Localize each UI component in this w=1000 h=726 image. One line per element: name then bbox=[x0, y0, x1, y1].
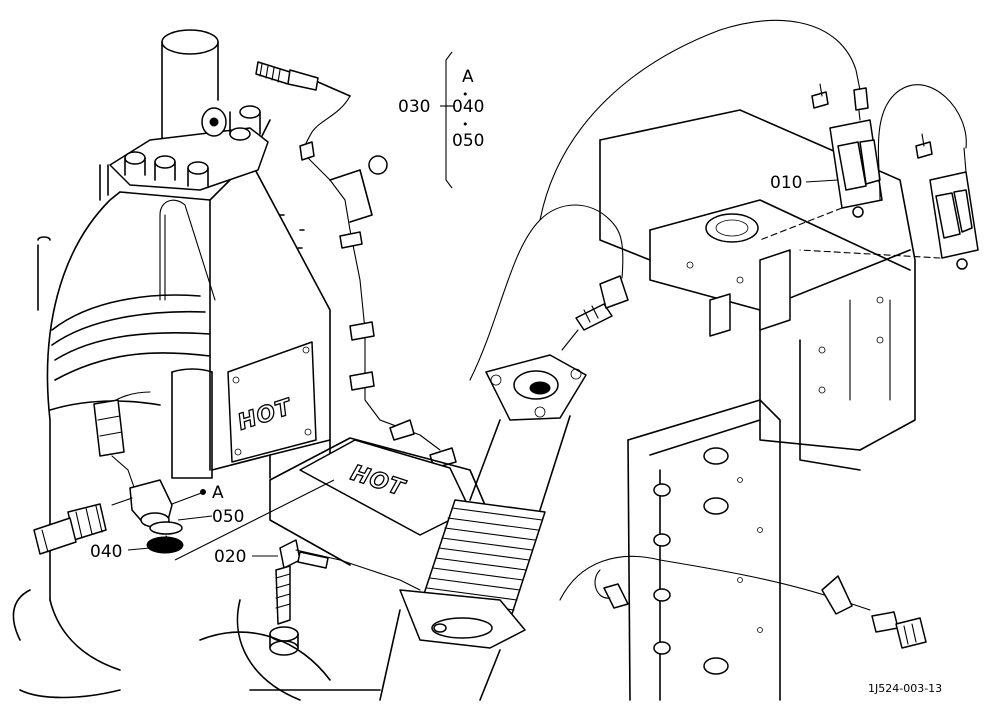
label-020: 020 bbox=[214, 547, 246, 567]
right-lower-frame bbox=[559, 399, 927, 701]
group-030-sep-2: • bbox=[462, 118, 469, 131]
left-sensor-module bbox=[33, 391, 184, 555]
label-050: 050 bbox=[212, 507, 244, 527]
group-030-first: 040 bbox=[452, 97, 484, 117]
group-030-second: 050 bbox=[452, 131, 484, 151]
nox-sensor-cable bbox=[469, 19, 861, 381]
group-030-marker: A bbox=[462, 67, 474, 87]
drawing-reference: 1J524-003-13 bbox=[868, 682, 942, 695]
callout-labels: 030 A • 040 • 050 010 020 040 050 A 1J52… bbox=[90, 67, 942, 695]
label-010: 010 bbox=[770, 173, 802, 193]
label-030: 030 bbox=[398, 97, 430, 117]
label-a: A bbox=[212, 483, 224, 503]
catalyst-assembly: HOT bbox=[199, 354, 587, 701]
right-bracket bbox=[599, 83, 979, 471]
lower-temp-sensor bbox=[269, 539, 421, 656]
label-040: 040 bbox=[90, 542, 122, 562]
marker-a-dot bbox=[200, 489, 206, 495]
callout-leaders bbox=[127, 51, 839, 561]
group-030-sep-1: • bbox=[462, 88, 469, 101]
inlet-pipe bbox=[99, 29, 269, 201]
